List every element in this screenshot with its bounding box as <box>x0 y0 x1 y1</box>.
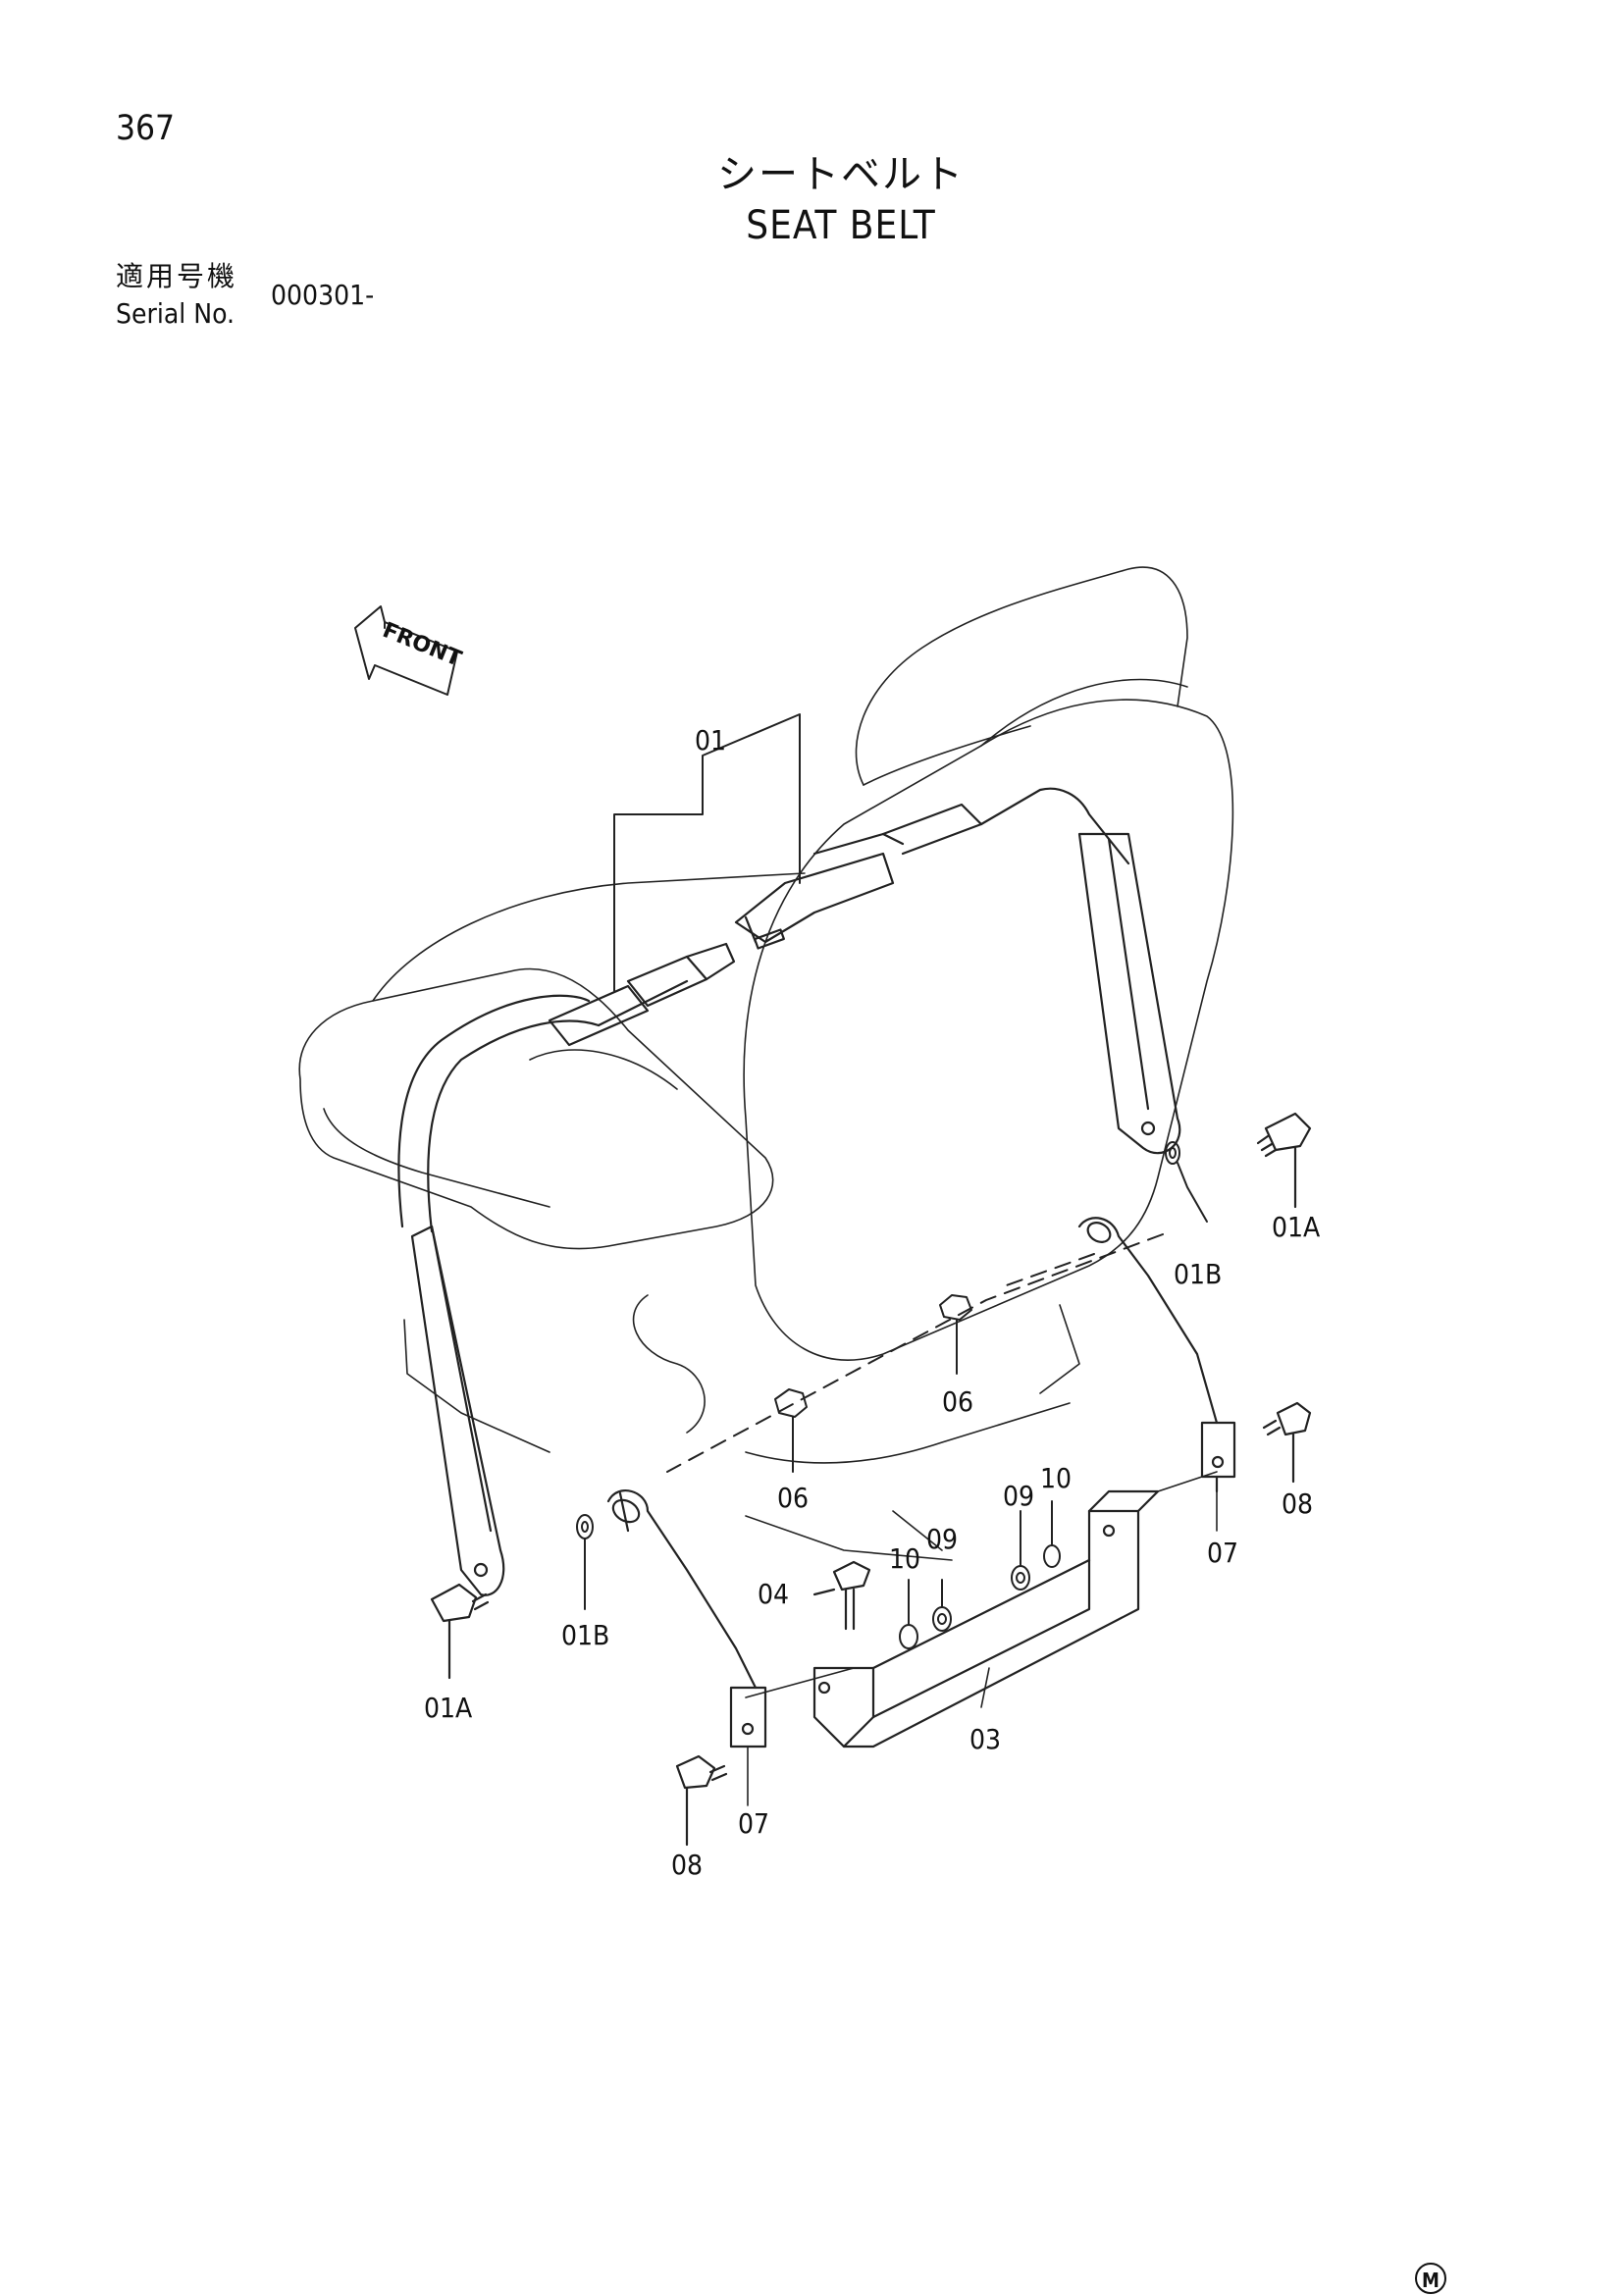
seat-back-outline <box>743 566 1234 1361</box>
callout-07-left: 07 <box>738 1807 769 1840</box>
washer-10-left <box>899 1579 918 1649</box>
bolt-01a-right <box>1256 1112 1312 1209</box>
callout-01a-left: 01A <box>424 1692 473 1724</box>
callout-08-left: 08 <box>671 1849 703 1881</box>
bolt-08-left <box>675 1754 728 1847</box>
callout-leaders <box>745 1471 1218 1806</box>
serial-label-english: Serial No. <box>116 297 236 330</box>
front-direction-arrow <box>354 605 458 696</box>
bolt-08-right <box>1262 1401 1312 1484</box>
serial-label-japanese: 適用号機 <box>116 260 238 292</box>
serial-number-value: 000301- <box>271 279 375 311</box>
callout-01b-left: 01B <box>561 1619 609 1651</box>
callout-01b-right: 01B <box>1174 1258 1222 1290</box>
callout-09-right: 09 <box>1003 1480 1034 1512</box>
corner-registered-mark: M <box>1415 2263 1446 2294</box>
left-belt-strap <box>397 994 601 1596</box>
callout-03: 03 <box>969 1723 1001 1755</box>
nut-09-left <box>932 1579 952 1632</box>
page-title-japanese: シートベルト <box>717 152 965 197</box>
callout-labels: 01 01A 01B 06 01B 06 06 08 07 09 10 09 1… <box>424 724 1321 1881</box>
bracket-part-03 <box>812 1489 1160 1748</box>
washer-01b-left <box>576 1514 594 1610</box>
callout-01: 01 <box>695 724 726 757</box>
washer-10-right <box>1043 1500 1061 1568</box>
callout-09-left: 09 <box>926 1523 958 1555</box>
callout-07-right: 07 <box>1207 1537 1238 1569</box>
bolt-04 <box>812 1560 871 1631</box>
callout-06-lower: 06 <box>777 1482 809 1514</box>
washer-01b-right <box>1165 1141 1208 1223</box>
nut-06-lower <box>774 1388 808 1473</box>
callout-10-left: 10 <box>889 1542 920 1575</box>
ground-cable-right <box>1077 1217 1236 1493</box>
page-number: 367 <box>116 109 176 148</box>
nut-09-right <box>1011 1510 1030 1591</box>
ground-cable-left <box>606 1489 767 1748</box>
bolt-axis-lines <box>666 1233 1164 1473</box>
callout-06-upper: 06 <box>942 1385 973 1418</box>
bolt-01a-left <box>430 1583 490 1680</box>
front-label: FRONT <box>379 618 464 672</box>
page-title-english: SEAT BELT <box>746 203 936 248</box>
callout-04: 04 <box>758 1578 789 1610</box>
seat-cushion-outline <box>298 872 1080 1561</box>
callout-10-right: 10 <box>1040 1462 1072 1494</box>
belt-buckle <box>548 803 983 1047</box>
callout-leader-01 <box>613 713 801 992</box>
right-belt-strap <box>979 787 1181 1155</box>
callout-01a-right: 01A <box>1272 1211 1321 1243</box>
callout-08-right: 08 <box>1282 1487 1313 1520</box>
nut-06-upper <box>939 1294 972 1375</box>
